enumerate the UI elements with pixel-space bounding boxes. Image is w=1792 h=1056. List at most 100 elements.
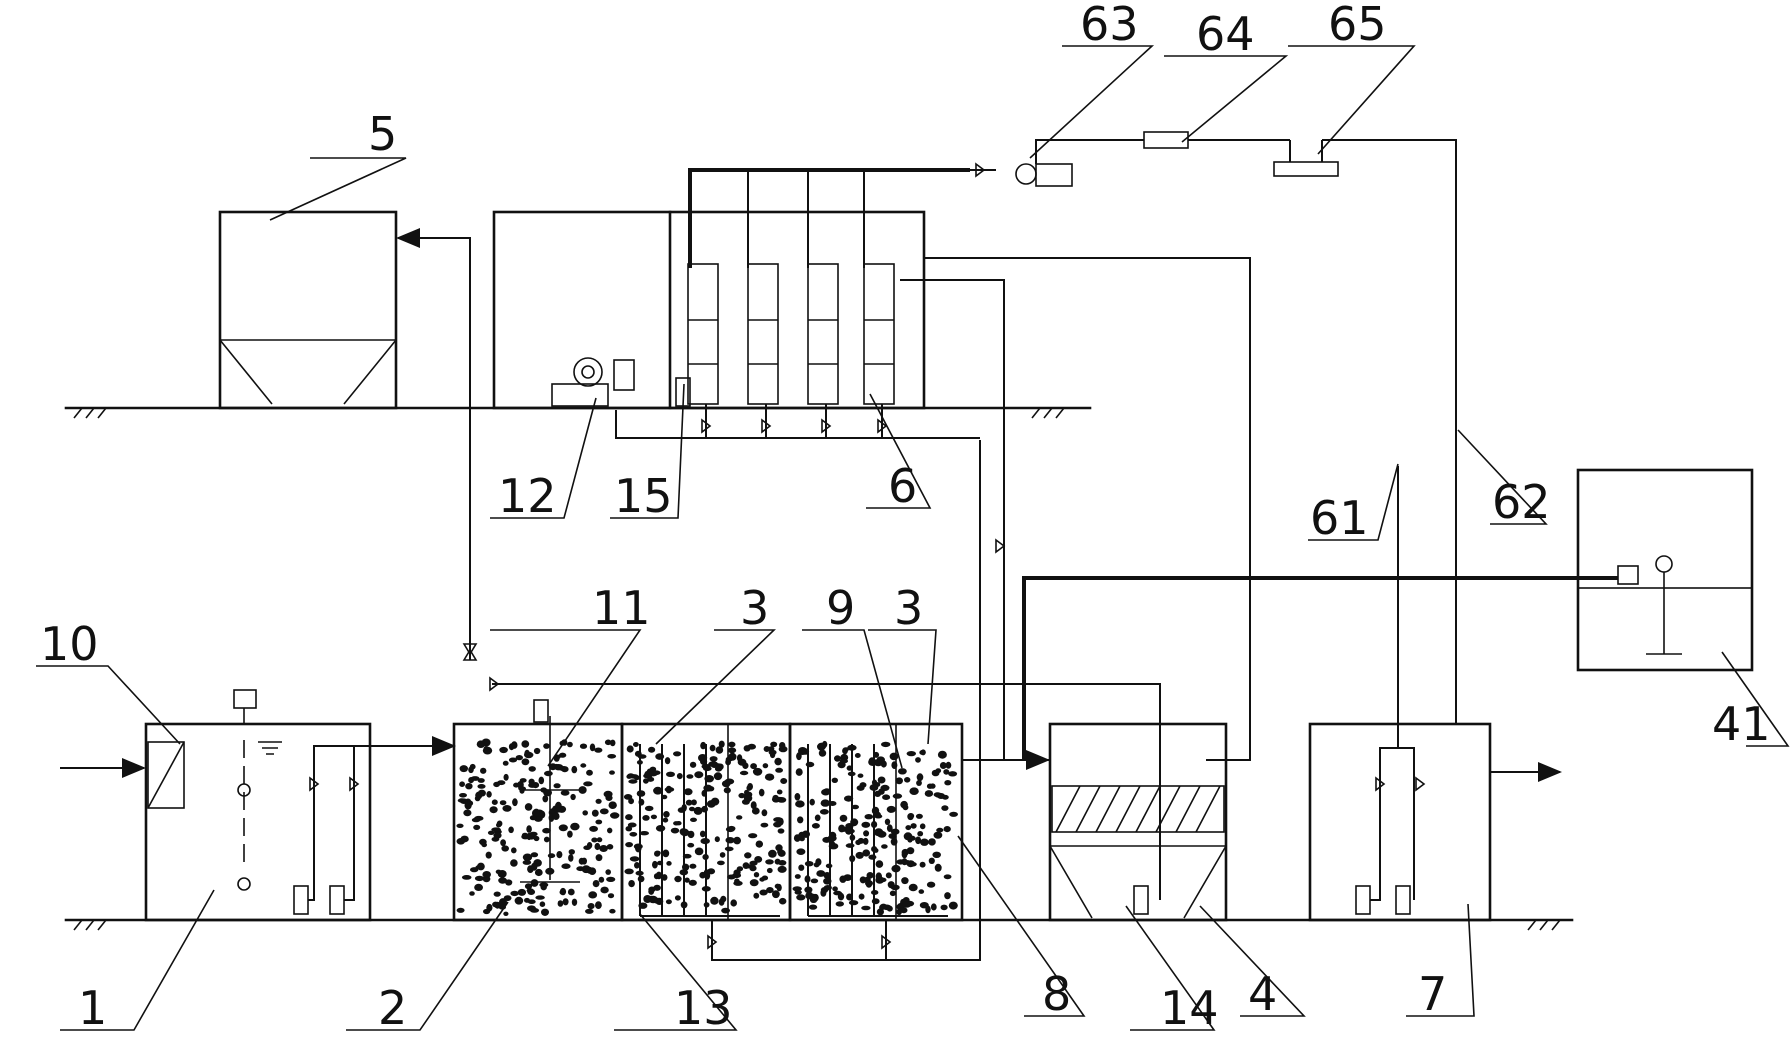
carrier-dot (586, 842, 593, 849)
carrier-dot (526, 825, 532, 833)
carrier-dot (882, 794, 891, 800)
carrier-dot (499, 800, 507, 806)
label-63: 63 (1080, 0, 1139, 51)
membrane-building (492, 168, 1050, 761)
carrier-dot (588, 891, 598, 899)
carrier-dot (917, 831, 924, 837)
carrier-dot (653, 786, 663, 795)
carrier-dot (873, 751, 880, 758)
carrier-dot (798, 831, 805, 839)
carrier-dot (629, 832, 638, 837)
carrier-dot (725, 837, 735, 844)
carrier-dot (665, 899, 672, 905)
carrier-dot (721, 907, 730, 914)
carrier-dot (926, 881, 936, 888)
carrier-dot (930, 903, 937, 911)
carrier-dot (579, 743, 588, 749)
carrier-dot (625, 826, 633, 832)
carrier-dot (644, 805, 654, 812)
carrier-dot (522, 853, 533, 862)
carrier-dot (562, 898, 569, 906)
carrier-dot (701, 805, 708, 813)
carrier-dot (755, 840, 763, 848)
carrier-dot (608, 801, 617, 809)
carrier-dot (766, 867, 773, 874)
carrier-dot (652, 860, 658, 869)
carrier-dot (738, 792, 746, 799)
label-41: 41 (1712, 697, 1771, 751)
backwash-line (970, 131, 1339, 187)
carrier-dot (527, 899, 536, 904)
carrier-dot (929, 783, 936, 789)
carrier-dot (920, 838, 929, 846)
carrier-dot (901, 858, 908, 866)
carrier-dot (529, 831, 538, 837)
carrier-dot (845, 823, 854, 830)
label-62: 62 (1492, 475, 1551, 529)
carrier-dot (780, 778, 788, 784)
carrier-dot (535, 895, 545, 900)
carrier-dot (666, 771, 675, 777)
carrier-dot (877, 830, 887, 838)
carrier-dot (501, 845, 510, 852)
carrier-dot (606, 844, 614, 850)
carrier-dot (628, 880, 635, 888)
carrier-dot (676, 773, 683, 780)
carrier-dot (733, 836, 741, 845)
carrier-dot (607, 754, 617, 759)
carrier-dot (595, 819, 603, 825)
carrier-dot (512, 798, 518, 807)
carrier-dot (599, 845, 608, 852)
carrier-dot (670, 827, 680, 834)
carrier-dot (937, 750, 947, 759)
carrier-dot (503, 773, 509, 781)
carrier-dot (773, 821, 782, 828)
carrier-dot (499, 898, 507, 906)
carrier-dot (761, 809, 768, 817)
carrier-dot (717, 860, 725, 866)
label-61: 61 (1310, 491, 1369, 545)
label-6: 6 (888, 459, 917, 513)
carrier-dot (654, 850, 661, 857)
carrier-dot (935, 768, 942, 774)
pipe-62 (1322, 139, 1457, 724)
carrier-dot (898, 768, 907, 775)
label-14: 14 (1160, 981, 1219, 1035)
carrier-dot (818, 749, 827, 757)
carrier-dot (770, 741, 778, 748)
carrier-dot (691, 799, 697, 806)
carrier-dot (754, 856, 763, 863)
carrier-dot (700, 741, 707, 750)
carrier-dot (456, 838, 466, 845)
carrier-dot (844, 795, 854, 802)
carrier-dot (461, 875, 472, 880)
carrier-dot (524, 803, 533, 811)
carrier-dot (845, 843, 855, 848)
carrier-dot (459, 793, 467, 798)
carrier-dot (796, 752, 802, 761)
carrier-dot (495, 869, 502, 874)
carrier-dot (919, 823, 926, 830)
carrier-dot (795, 800, 805, 808)
carrier-dot (718, 740, 725, 748)
carrier-dot (633, 742, 639, 747)
carrier-dot (459, 765, 468, 773)
carrier-dot (700, 838, 710, 845)
carrier-dot (865, 880, 873, 887)
carrier-dot (592, 880, 600, 888)
carrier-dot (493, 832, 502, 839)
carrier-dot (879, 903, 888, 910)
carrier-dot (487, 830, 495, 835)
carrier-dot (871, 846, 878, 853)
carrier-dot (591, 837, 598, 843)
carrier-dot (636, 760, 643, 765)
carrier-dot (878, 788, 885, 795)
carrier-dot (804, 875, 811, 883)
carrier-dot (568, 854, 574, 862)
carrier-dot (559, 889, 566, 895)
carrier-dot (719, 852, 726, 858)
carrier-dot (532, 808, 540, 817)
biofilm-carriers (456, 738, 958, 916)
carrier-dot (625, 814, 633, 821)
